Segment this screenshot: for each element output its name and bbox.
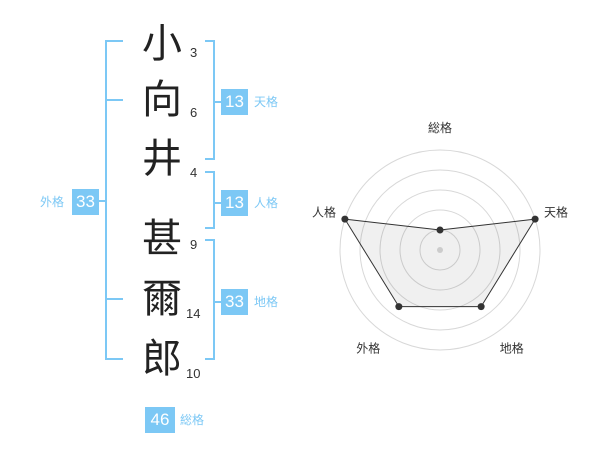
stroke-count-1: 3 [190, 45, 198, 60]
jinkaku-value: 13 [221, 190, 248, 216]
radar-center [437, 247, 443, 253]
name-char-1: 小 [142, 21, 182, 67]
stroke-count-4: 9 [190, 237, 198, 252]
radar-axis-label-4: 人格 [312, 204, 336, 219]
gaikaku-label: 外格 [40, 195, 65, 209]
radar-point-4 [341, 215, 349, 223]
radar-axis-label-3: 外格 [356, 341, 380, 356]
stroke-count-6: 10 [186, 366, 201, 381]
radar-point-0 [436, 226, 444, 234]
radar-ring-2 [399, 209, 481, 291]
radar-point-2 [477, 303, 485, 311]
name-char-6: 郎 [142, 336, 182, 382]
gaikaku-value: 33 [72, 189, 99, 215]
radar-area [343, 218, 537, 308]
tenkaku-value: 13 [221, 89, 248, 115]
radar-axis-label-1: 天格 [544, 204, 568, 219]
name-char-2: 向 [142, 77, 182, 123]
radar-ring-5 [339, 149, 541, 351]
stroke-count-5: 14 [186, 306, 201, 321]
name-char-5: 爾 [142, 276, 182, 322]
stroke-count-2: 6 [190, 105, 198, 120]
radar-ring-4 [359, 169, 521, 331]
name-char-4: 甚 [142, 216, 182, 262]
soukaku-label: 総格 [180, 413, 205, 427]
soukaku-value: 46 [145, 407, 175, 433]
radar-point-3 [395, 303, 403, 311]
name-char-3: 井 [142, 136, 182, 182]
radar-point-1 [531, 215, 539, 223]
radar-axis-label-0: 総格 [428, 120, 452, 135]
chikaku-label: 地格 [254, 295, 279, 309]
radar-ring-3 [379, 189, 501, 311]
stroke-count-3: 4 [190, 165, 198, 180]
radar-axis-label-2: 地格 [500, 341, 524, 356]
jinkaku-label: 人格 [254, 196, 279, 210]
chikaku-value: 33 [221, 289, 248, 315]
tenkaku-label: 天格 [254, 95, 279, 109]
